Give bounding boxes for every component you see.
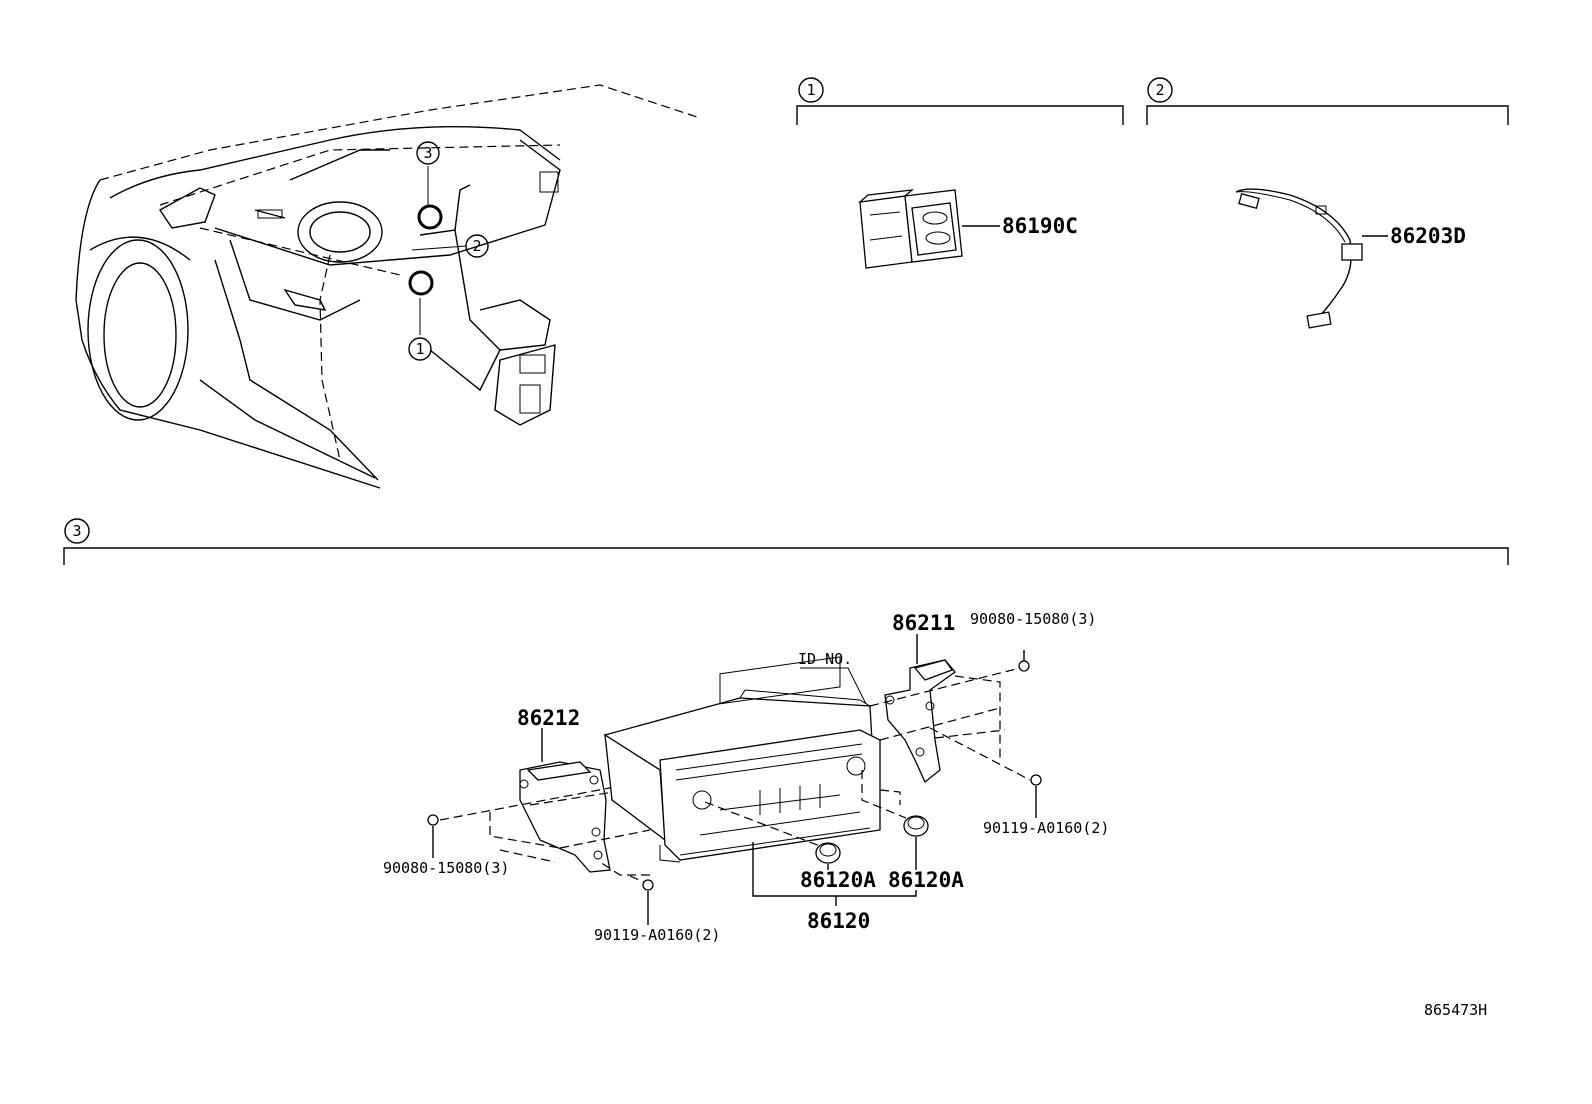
part-label-90119-A0160-bottom: 90119-A0160(2): [594, 926, 720, 944]
section-1: 1 86190C: [796, 77, 1124, 269]
diagram-id: 865473H: [1424, 1001, 1487, 1019]
part-label-86120A-left: 86120A: [800, 868, 876, 892]
part-label-86212: 86212: [517, 706, 580, 730]
section-2-callout: [1147, 77, 1173, 103]
section-1-callout-text: 1: [806, 81, 815, 99]
part-label-90119-A0160-right: 90119-A0160(2): [983, 819, 1109, 837]
wire-harness-86203D-illustration: [1235, 188, 1363, 329]
location-callout-3: [416, 141, 440, 165]
bolt-90080-top-illustration: [1018, 650, 1030, 672]
location-callout-1: [408, 337, 432, 361]
bolt-90119-bottom-illustration: [629, 875, 654, 925]
id-no-label: ID NO.: [798, 650, 852, 668]
section-3-callout: [64, 518, 90, 544]
vehicle-interior-illustration: 3 2 1: [75, 84, 701, 489]
section-3: 3: [63, 518, 1509, 944]
knob-86120A-left-illustration: [704, 801, 841, 870]
location-callout-2: [465, 234, 489, 258]
part-label-86211: 86211: [892, 611, 955, 635]
part-label-90080-15080-left: 90080-15080(3): [383, 859, 509, 877]
location-callout-3-text: 3: [423, 144, 432, 162]
bracket-86212-illustration: [519, 761, 611, 873]
switch-86190C-illustration: [857, 189, 963, 269]
section-2: 2 86203D: [1146, 77, 1509, 329]
knob-86120A-right-illustration: [861, 770, 929, 870]
part-label-86203D: 86203D: [1390, 224, 1466, 248]
part-label-86190C: 86190C: [1002, 214, 1078, 238]
location-callout-2-text: 2: [472, 237, 481, 255]
location-callout-1-text: 1: [415, 340, 424, 358]
head-unit-86120-illustration: [603, 656, 881, 863]
part-label-86120: 86120: [807, 909, 870, 933]
part-label-86120A-right: 86120A: [888, 868, 964, 892]
bolt-90119-right-illustration: [1030, 774, 1042, 818]
bracket-86211-illustration: [884, 659, 956, 784]
section-1-callout: [798, 77, 824, 103]
part-label-90080-15080-top: 90080-15080(3): [970, 610, 1096, 628]
section-2-callout-text: 2: [1155, 81, 1164, 99]
bolt-90080-left-illustration: [427, 814, 439, 858]
section-3-callout-text: 3: [72, 522, 81, 540]
